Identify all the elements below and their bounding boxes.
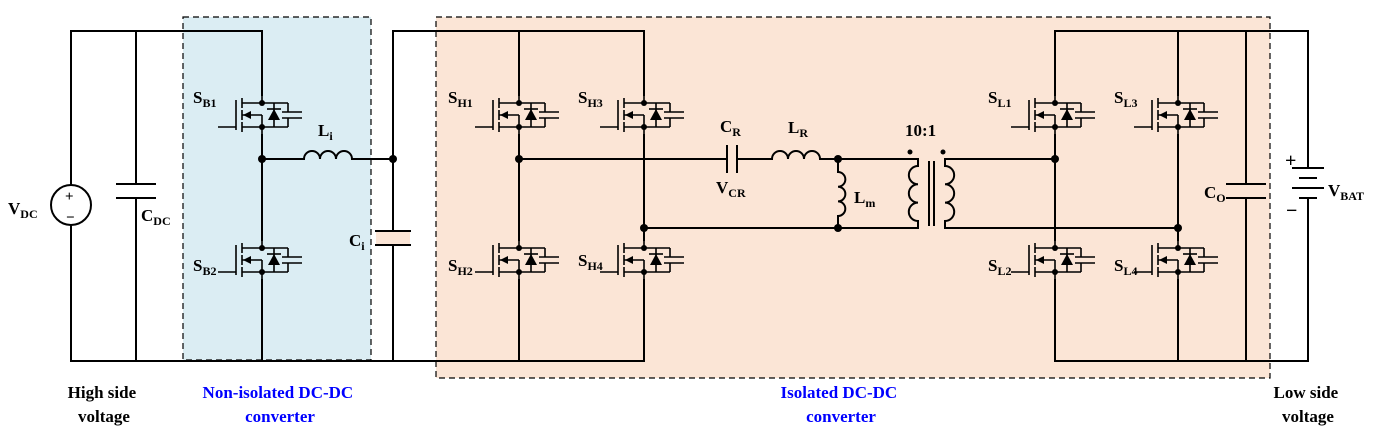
sl1-label: SL1 xyxy=(988,88,1011,110)
sl2-label: SL2 xyxy=(988,256,1011,278)
sl4-label: SL4 xyxy=(1114,256,1137,278)
vcr-label: VCR xyxy=(716,178,746,200)
vdc-source-icon: + − xyxy=(50,184,92,226)
high-side-wiring xyxy=(70,30,263,362)
cr-capacitor-icon xyxy=(726,145,738,173)
cdc-label: CDC xyxy=(141,206,171,228)
high-side-caption: High side voltage xyxy=(68,383,141,426)
l-bridge-wiring xyxy=(1051,30,1309,362)
vbat-label: VBAT xyxy=(1328,181,1364,203)
isolated-region xyxy=(435,16,1271,379)
ci-label: Ci xyxy=(349,231,365,253)
sh3-mosfet-icon xyxy=(600,95,684,135)
turns-ratio-label: 10:1 xyxy=(905,121,936,140)
buck-boost-leg-wiring xyxy=(258,30,520,362)
non-isolated-region xyxy=(182,16,372,361)
transformer-icon xyxy=(907,149,1179,229)
lm-label: Lm xyxy=(854,188,875,210)
low-side-caption: Low side voltage xyxy=(1274,383,1343,426)
sh4-mosfet-icon xyxy=(600,240,684,280)
co-label: CO xyxy=(1204,183,1226,205)
sh1-mosfet-icon xyxy=(475,95,559,135)
sl1-mosfet-icon xyxy=(1011,95,1095,135)
sh1-label: SH1 xyxy=(448,88,473,110)
sb1-mosfet-icon xyxy=(218,95,302,135)
svg-text:−: − xyxy=(66,210,75,226)
ci-capacitor-icon xyxy=(375,230,411,246)
lm-inductor-icon xyxy=(836,170,847,218)
h-bridge-wiring xyxy=(515,30,911,362)
non-isolated-caption: Non-isolated DC-DC converter xyxy=(203,383,358,426)
sh4-label: SH4 xyxy=(578,251,603,273)
battery-plus: + xyxy=(1285,150,1296,172)
sl3-label: SL3 xyxy=(1114,88,1137,110)
sb1-label: SB1 xyxy=(193,88,216,110)
vdc-label: VDC xyxy=(8,199,38,221)
sh3-label: SH3 xyxy=(578,88,603,110)
sh2-label: SH2 xyxy=(448,256,473,278)
cr-label: CR xyxy=(720,117,741,139)
isolated-caption: Isolated DC-DC converter xyxy=(781,383,902,426)
lr-inductor-icon xyxy=(770,150,822,161)
sl4-mosfet-icon xyxy=(1134,240,1218,280)
battery-minus: − xyxy=(1286,200,1297,222)
sh2-mosfet-icon xyxy=(475,240,559,280)
sl3-mosfet-icon xyxy=(1134,95,1218,135)
li-label: Li xyxy=(318,121,333,143)
sb2-mosfet-icon xyxy=(218,240,302,280)
svg-text:+: + xyxy=(65,189,74,205)
lr-label: LR xyxy=(788,118,808,140)
li-inductor-icon xyxy=(302,150,354,161)
sb2-label: SB2 xyxy=(193,256,216,278)
battery-icon xyxy=(1290,149,1326,211)
sl2-mosfet-icon xyxy=(1011,240,1095,280)
co-capacitor-icon xyxy=(1226,183,1266,199)
